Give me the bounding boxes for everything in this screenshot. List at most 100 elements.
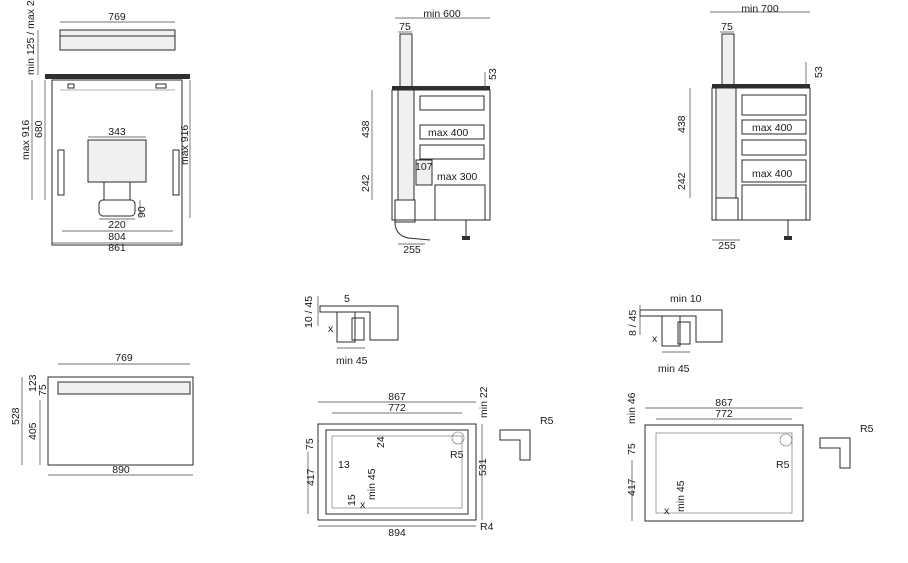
dim-cutout-b-min45: min 45: [675, 480, 687, 512]
dim-cutout-a-min22: min 22: [478, 386, 490, 418]
label-cutout-a-r5-side: R5: [540, 415, 554, 427]
dim-cutout-b-75: 75: [626, 443, 638, 455]
dim-detail-a-top: 5: [344, 293, 350, 305]
dim-side-b-53: 53: [813, 66, 825, 78]
dim-front-220: 220: [108, 219, 126, 231]
side-a-drawer-2: [434, 184, 486, 221]
side-a-drawer-1: [419, 124, 485, 140]
dim-cutout-b-min46: min 46: [626, 392, 638, 424]
side-a-duct: [397, 89, 415, 201]
cutout-a-outer: [317, 423, 477, 521]
detail-a: 10 / 45 5 x min 45: [303, 293, 399, 367]
motor-unit: [87, 139, 147, 183]
dim-elev-75: 75: [37, 384, 49, 396]
dim-front-height-range: min 125 / max 290: [25, 0, 37, 75]
side-b-drawer-1: [741, 119, 807, 135]
dim-cutout-a-min45: min 45: [366, 468, 378, 500]
dim-front-861: 861: [108, 242, 126, 254]
dim-elev-528: 528: [10, 407, 22, 425]
dim-elev-890: 890: [112, 464, 130, 476]
cutout-a-inner: [325, 429, 469, 515]
dim-side-b-min700: min 700: [741, 3, 779, 15]
cabinet-outline: [51, 79, 183, 246]
dim-cutout-a-24: 24: [375, 436, 387, 448]
side-a-chimney: [399, 33, 413, 91]
side-view-b: min 700 75 53 438 max 400 242 max 400 25…: [676, 3, 825, 252]
label-side-b-max400-top: max 400: [752, 122, 792, 134]
hob-top: [45, 74, 190, 79]
dim-front-90: 90: [136, 206, 148, 218]
elevation-view: 769 528 123 75 405 890: [10, 352, 194, 476]
dim-side-a-242: 242: [360, 174, 372, 192]
side-a-worktop: [392, 86, 490, 90]
dim-cutout-a-75: 75: [304, 438, 316, 450]
label-cutout-b-r5-side: R5: [860, 423, 874, 435]
cutout-b: min 46 867 772 75 R5 R5 417 x min 45: [626, 392, 874, 522]
dim-detail-b-range: 8 / 45: [627, 310, 639, 336]
dim-cutout-a-772: 772: [388, 402, 406, 414]
dim-cutout-a-13: 13: [338, 459, 350, 471]
dim-side-a-438: 438: [360, 120, 372, 138]
dim-side-b-255: 255: [718, 240, 736, 252]
dim-cutout-b-x: x: [664, 505, 670, 517]
dim-side-b-242: 242: [676, 172, 688, 190]
side-b-drawer-2: [741, 159, 807, 183]
dim-elev-769: 769: [115, 352, 133, 364]
detail-a-profile: [319, 305, 399, 341]
dim-front-max916-left: max 916: [20, 120, 32, 160]
cutout-b-outer: [644, 424, 804, 522]
dim-cutout-a-867: 867: [388, 391, 406, 403]
side-a-motor: [415, 159, 433, 186]
elevation-outline: [47, 376, 194, 466]
dim-cutout-a-x: x: [360, 499, 366, 511]
side-b-duct: [715, 87, 737, 199]
dim-cutout-b-417: 417: [626, 478, 638, 496]
cutout-a-corner-detail: [499, 429, 531, 461]
dim-detail-a-x: x: [328, 323, 334, 335]
dim-front-width: 769: [108, 11, 126, 23]
dim-detail-a-min45: min 45: [336, 355, 368, 367]
dim-front-680: 680: [33, 120, 45, 138]
label-side-b-max400-bottom: max 400: [752, 168, 792, 180]
dim-cutout-a-531: 531: [477, 458, 489, 476]
front-view: 769 min 125 / max 290 max 916 680 343 ma…: [20, 0, 191, 254]
dim-front-804: 804: [108, 231, 126, 243]
cutout-a: 867 772 min 22 75 24 R5 R5 13 417 min 45…: [304, 386, 554, 539]
dim-elev-405: 405: [27, 422, 39, 440]
label-side-a-max300: max 300: [437, 171, 477, 183]
cutout-b-corner-detail: [819, 437, 851, 469]
dim-detail-b-top: min 10: [670, 293, 702, 305]
dim-side-b-75: 75: [721, 21, 733, 33]
dim-detail-b-x: x: [652, 333, 658, 345]
side-rail-left: [57, 149, 65, 196]
dim-detail-a-range: 10 / 45: [303, 296, 315, 328]
motor-neck: [103, 181, 131, 201]
side-b-chimney: [721, 33, 735, 87]
dim-cutout-a-894: 894: [388, 527, 406, 539]
label-cutout-b-r5: R5: [776, 459, 790, 471]
label-cutout-a-r4: R4: [480, 521, 494, 533]
dim-front-max916-right: max 916: [179, 125, 191, 165]
dim-cutout-a-417: 417: [305, 468, 317, 486]
elevation-hood-strip: [57, 381, 191, 395]
side-rail-right: [172, 149, 180, 196]
dim-side-a-53: 53: [487, 68, 499, 80]
dim-side-a-255: 255: [403, 244, 421, 256]
dim-detail-b-min45: min 45: [658, 363, 690, 375]
dim-side-a-75: 75: [399, 21, 411, 33]
hood-panel: [59, 29, 176, 51]
side-view-a: min 600 75 53 438 max 400 107 242 max 30…: [360, 8, 499, 256]
label-cutout-a-r5: R5: [450, 449, 464, 461]
filter-box: [98, 199, 136, 217]
dim-side-b-438: 438: [676, 115, 688, 133]
detail-b: 8 / 45 min 10 x min 45: [627, 293, 723, 375]
dim-front-343: 343: [108, 126, 126, 138]
dim-cutout-b-772: 772: [715, 408, 733, 420]
dim-elev-123: 123: [27, 374, 39, 392]
dim-side-a-107: 107: [415, 161, 433, 173]
dim-cutout-a-15: 15: [346, 494, 358, 506]
dim-cutout-b-867: 867: [715, 397, 733, 409]
dim-side-a-min600: min 600: [423, 8, 461, 20]
label-side-a-max400: max 400: [428, 127, 468, 139]
